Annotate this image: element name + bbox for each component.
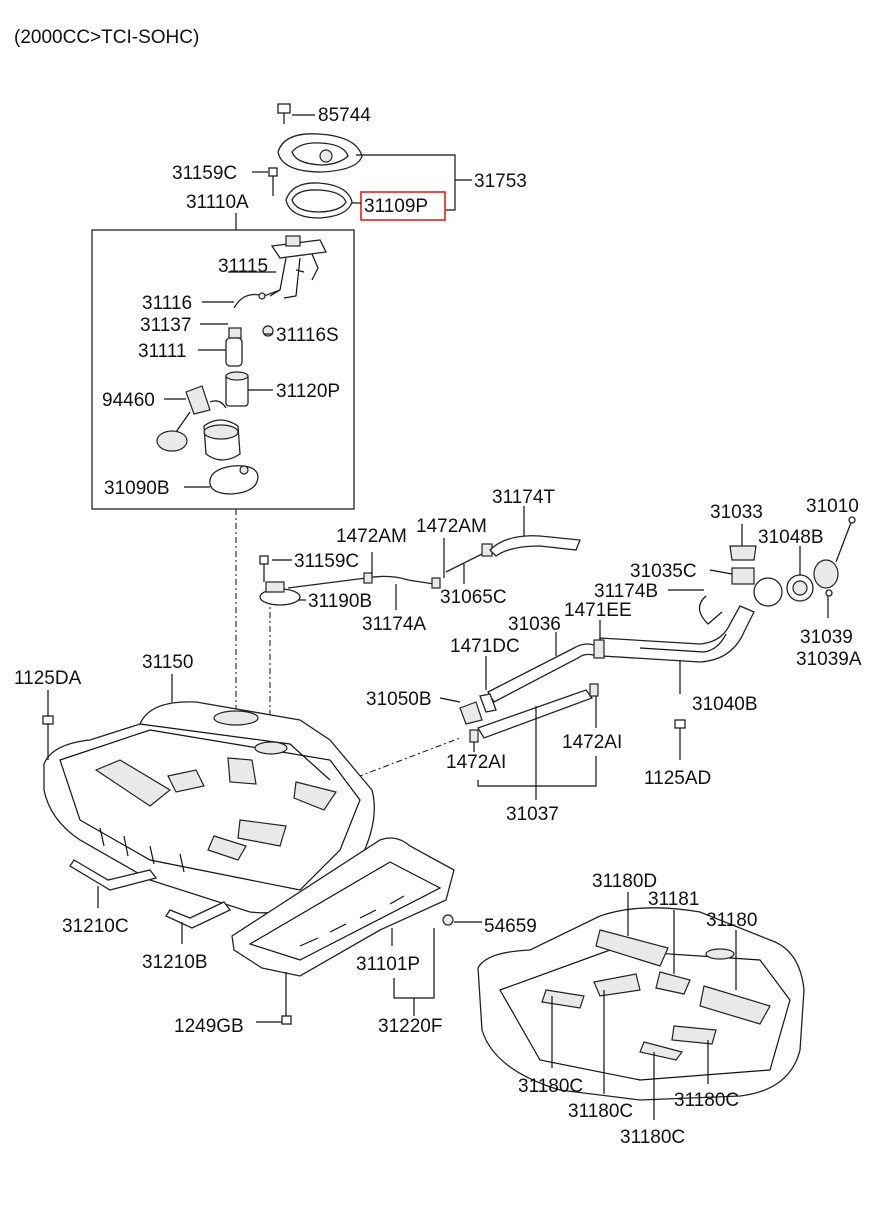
label-31116: 31116 (142, 293, 192, 314)
label-31115: 31115 (218, 256, 268, 277)
hose-31036 (487, 620, 605, 703)
label-31040B: 31040B (692, 694, 758, 715)
label-31120P: 31120P (276, 381, 340, 402)
engine-variant-header: (2000CC>TCI-SOHC) (14, 27, 199, 48)
dash-guide-hose (343, 737, 461, 783)
label-31111: 31111 (138, 341, 187, 362)
label-1472AM-b: 1472AM (416, 516, 487, 537)
label-1472AI-b: 1472AI (562, 732, 622, 753)
strap-31210B (165, 901, 231, 929)
filler-neck-31040B (599, 595, 755, 663)
bracket-31037 (477, 756, 597, 787)
label-31039: 31039 (800, 627, 853, 648)
pump-module-parts (156, 235, 327, 495)
screw-31159C-top (268, 167, 278, 196)
label-1472AM-a: 1472AM (336, 526, 407, 547)
label-31753: 31753 (474, 171, 527, 192)
bolt-1249GB (281, 972, 292, 1025)
label-31190B: 31190B (308, 591, 372, 612)
label-31210B: 31210B (142, 952, 208, 973)
hose-31174T (489, 535, 581, 557)
label-31137: 31137 (140, 315, 191, 336)
fill-hose-31037 (469, 683, 599, 743)
bracket-31033 (729, 545, 757, 561)
label-31180C-b: 31180C (568, 1101, 633, 1122)
under-cover-31220F (231, 837, 455, 977)
plate-31190B (259, 581, 301, 606)
label-31180C-d: 31180C (620, 1127, 685, 1148)
label-31180C-c: 31180C (674, 1090, 739, 1111)
label-31090B: 31090B (104, 478, 170, 499)
bracket-31753 (356, 154, 456, 211)
hose-31174A (287, 572, 441, 589)
label-1471EE: 1471EE (564, 600, 632, 621)
label-31048B: 31048B (758, 527, 824, 548)
label-31210C: 31210C (62, 916, 129, 937)
label-31036: 31036 (508, 614, 561, 635)
screw-54659 (442, 914, 454, 926)
label-31010: 31010 (806, 496, 859, 517)
clip-31039 (825, 589, 833, 597)
clamp-31035C (731, 567, 755, 585)
label-31174A: 31174A (362, 614, 426, 635)
cover-plate-31753 (277, 133, 363, 173)
label-31110A: 31110A (186, 192, 249, 213)
label-31150: 31150 (142, 652, 193, 673)
gasket-31109P (285, 182, 353, 219)
label-31037: 31037 (506, 804, 559, 825)
label-31039A: 31039A (796, 649, 862, 670)
fuel-pump-assembly-box (91, 229, 355, 510)
label-31180C-a: 31180C (518, 1076, 583, 1097)
label-54659: 54659 (484, 916, 537, 937)
label-1249GB: 1249GB (174, 1016, 244, 1037)
highlight-box-31109P (360, 191, 446, 221)
fuel-cap-31010 (813, 516, 856, 589)
label-31180D: 31180D (592, 871, 657, 892)
label-31181: 31181 (648, 889, 699, 910)
bolt-1125AD (674, 719, 686, 760)
label-1472AI-a: 1472AI (446, 752, 506, 773)
fuel-tank-pads-view (477, 907, 805, 1101)
label-1125AD: 1125AD (644, 768, 711, 789)
screw-31159C-mid (259, 555, 269, 582)
clamp-31050B (459, 693, 497, 725)
label-31050B: 31050B (366, 689, 432, 710)
label-31101P: 31101P (356, 954, 420, 975)
label-31065C: 31065C (440, 587, 507, 608)
label-1471DC: 1471DC (450, 636, 520, 657)
label-31035C: 31035C (630, 561, 697, 582)
label-31109P: 31109P (364, 196, 428, 217)
label-31174T: 31174T (492, 487, 555, 508)
fuel-tank-31150 (43, 701, 375, 914)
label-94460: 94460 (102, 390, 155, 411)
label-31159C-mid: 31159C (294, 551, 359, 572)
label-31174B: 31174B (594, 581, 658, 602)
housing-31048B (753, 574, 814, 607)
label-31159C-top: 31159C (172, 163, 237, 184)
label-31033: 31033 (710, 502, 763, 523)
valve-31065C (445, 543, 493, 573)
label-31116S: 31116S (276, 325, 339, 346)
label-85744: 85744 (318, 105, 371, 126)
label-31220F: 31220F (378, 1016, 442, 1037)
bolt-85744 (277, 103, 291, 124)
label-1125DA: 1125DA (14, 668, 82, 689)
strap-31210C (69, 859, 158, 891)
label-31180: 31180 (706, 910, 757, 931)
